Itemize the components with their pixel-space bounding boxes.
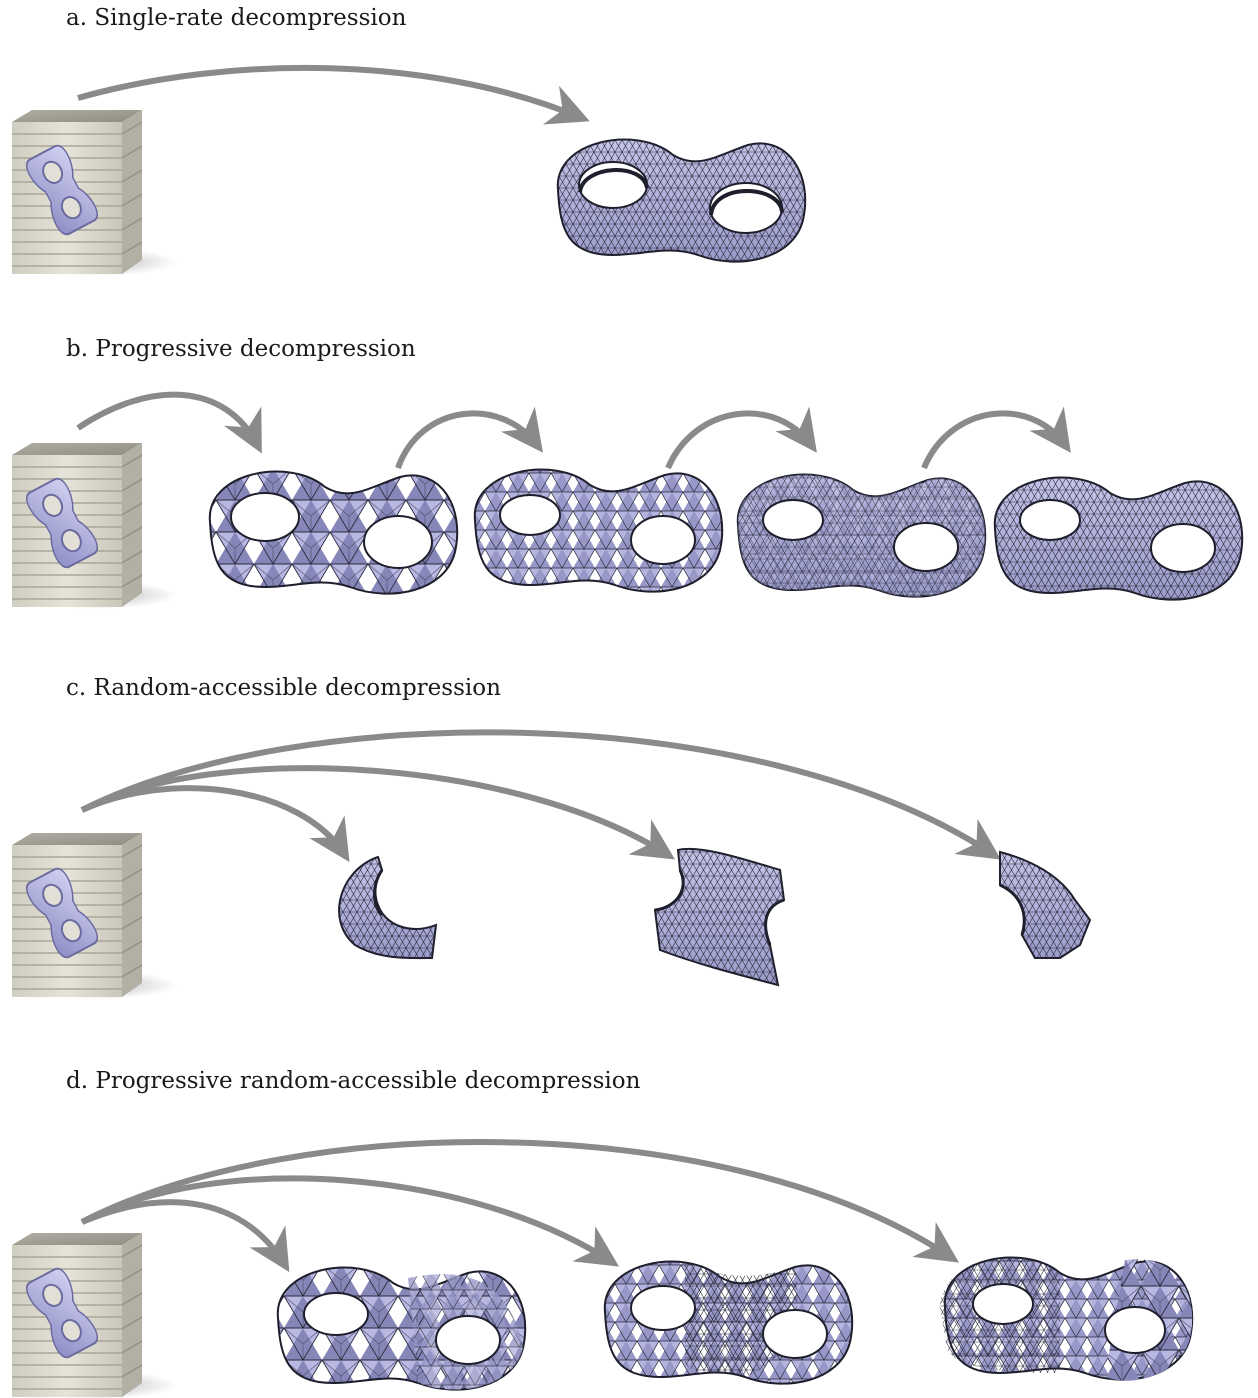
arrow <box>77 64 590 125</box>
arrow <box>80 729 1002 860</box>
caption-progressive-random-accessible: d. Progressive random-accessible decompr… <box>66 1068 641 1094</box>
compressed-file-icon <box>11 109 178 277</box>
compressed-file-icon <box>11 832 178 1000</box>
mesh-full <box>556 138 807 263</box>
caption-single-rate: a. Single-rate decompression <box>66 5 407 31</box>
mesh-fragment-2 <box>653 847 786 987</box>
arrow <box>665 406 817 470</box>
panel-a <box>11 64 807 277</box>
mesh-mixed-3 <box>940 1256 1194 1381</box>
arrow <box>395 406 544 470</box>
caption-progressive: b. Progressive decompression <box>66 336 416 362</box>
compressed-file-icon <box>11 1232 178 1398</box>
mesh-mixed-2 <box>603 1260 854 1385</box>
panel-d <box>11 1139 1194 1398</box>
compressed-file-icon <box>11 442 178 610</box>
mesh-mixed-1 <box>276 1266 527 1391</box>
panel-c <box>11 729 1092 1000</box>
mesh-fragment-1 <box>338 855 438 960</box>
mesh-level-4 <box>993 476 1244 601</box>
arrow <box>921 406 1071 470</box>
panel-b <box>11 391 1244 610</box>
arrow <box>76 391 262 454</box>
caption-random-accessible: c. Random-accessible decompression <box>66 675 501 701</box>
mesh-level-2 <box>473 468 724 593</box>
mesh-fragment-3 <box>999 850 1092 959</box>
mesh-level-3 <box>736 473 987 598</box>
mesh-level-1 <box>208 470 459 595</box>
arrow <box>80 765 676 860</box>
arrow <box>80 1139 959 1263</box>
